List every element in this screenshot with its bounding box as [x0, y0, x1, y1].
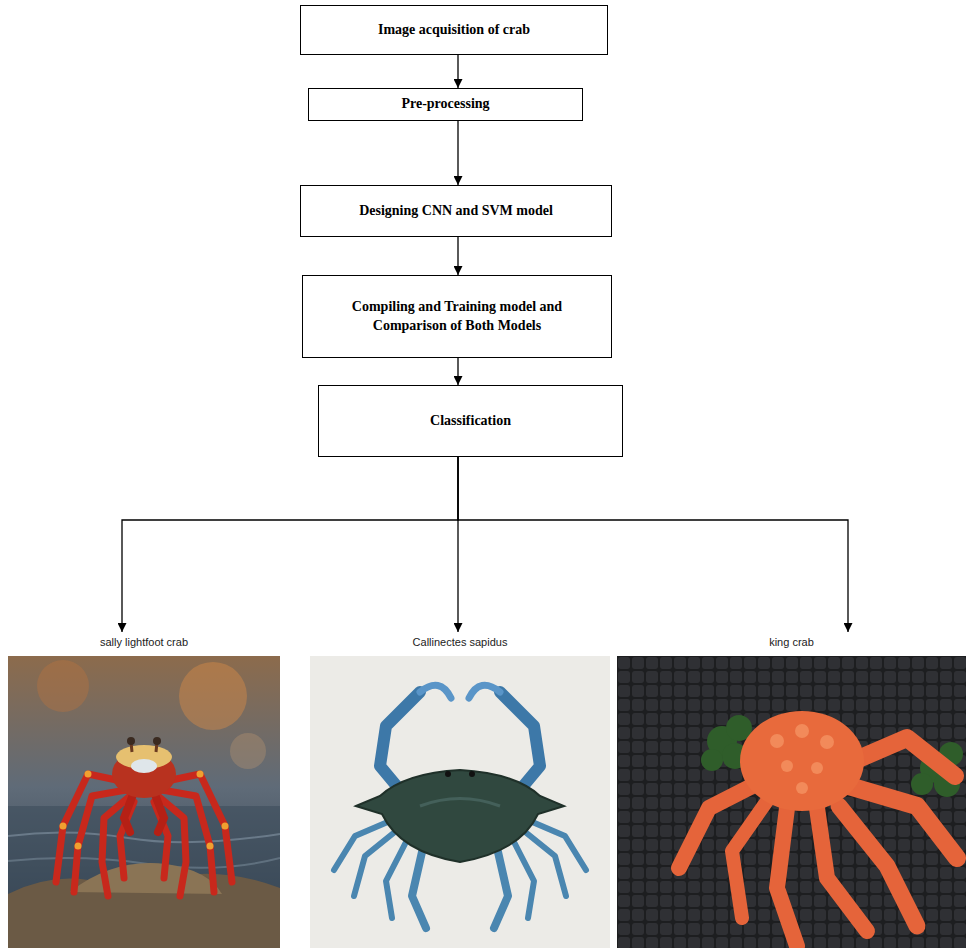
crab-photo-frame: Callinectes sapidus — [310, 632, 610, 948]
box-label: Designing CNN and SVM model — [359, 202, 553, 220]
photo-caption: king crab — [617, 632, 966, 649]
flow-arrow — [122, 457, 458, 632]
box-label: Image acquisition of crab — [378, 21, 530, 39]
flow-arrow — [457, 358, 458, 385]
process-box: Classification — [318, 385, 623, 457]
king-crab-photo — [617, 656, 966, 948]
photo-caption: sally lightfoot crab — [8, 632, 280, 649]
sally-lightfoot-photo — [8, 656, 280, 948]
crab-photo-frame: sally lightfoot crab — [8, 632, 280, 948]
process-box: Designing CNN and SVM model — [300, 185, 612, 237]
process-box: Compiling and Training model and Compari… — [302, 275, 612, 358]
flow-arrow — [457, 237, 458, 275]
flow-arrow — [457, 121, 458, 185]
flow-arrow — [458, 457, 848, 632]
process-box: Image acquisition of crab — [300, 5, 608, 55]
box-label: Compiling and Training model and Compari… — [315, 298, 599, 334]
box-label: Classification — [430, 412, 511, 430]
box-label: Pre-processing — [401, 95, 489, 113]
photo-caption: Callinectes sapidus — [310, 632, 610, 649]
process-box: Pre-processing — [308, 88, 583, 121]
blue-crab-photo — [310, 656, 610, 948]
crab-photo-frame: king crab — [617, 632, 966, 948]
flow-arrow — [457, 55, 458, 88]
